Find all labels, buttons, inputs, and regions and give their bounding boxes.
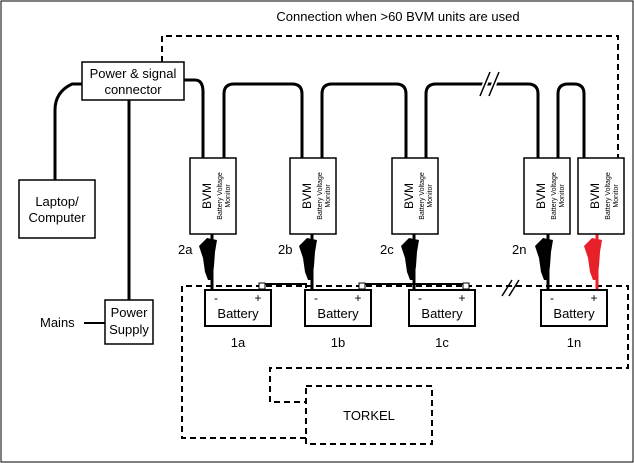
battery-b: - + Battery 1b (304, 282, 372, 350)
battery-c-box (408, 289, 476, 327)
bvm-n-line2: Monitor (559, 184, 566, 208)
battery-c-plus: + (458, 291, 465, 305)
bvm-unit-extra: BVM Battery Voltage Monitor (577, 157, 625, 292)
bvm-extra-line1: Battery Voltage (605, 172, 612, 220)
laptop-computer-box (18, 179, 96, 239)
torkel-dashed-loop (181, 285, 629, 439)
battery-b-minus: - (314, 291, 318, 305)
battery-c-id: 1c (435, 335, 449, 350)
bvm-a-line1: Battery Voltage (217, 172, 224, 220)
battery-a-plus: + (254, 291, 261, 305)
battery-n-id: 1n (567, 335, 581, 350)
battery-n-box (540, 289, 608, 327)
power-supply-box (104, 299, 154, 345)
bvm-a-abbr: BVM (200, 183, 214, 209)
mains-label: Mains (40, 315, 75, 330)
bvm-a-box (189, 157, 237, 235)
bvm-n-box (523, 157, 571, 235)
power-supply-label-line2: Supply (109, 322, 149, 337)
clamp-b-icon (299, 238, 317, 280)
bvm-n-line1: Battery Voltage (551, 172, 558, 220)
bvm-unit-a: BVM Battery Voltage Monitor 2a (178, 157, 237, 292)
connector-label-line1: Power & signal (90, 66, 177, 81)
battery-b-label: Battery (317, 306, 359, 321)
bvm-extra-abbr: BVM (588, 183, 602, 209)
laptop-label-line1: Laptop/ (35, 194, 79, 209)
power-signal-connector-box (81, 61, 185, 101)
clamp-c-label: 2c (380, 242, 394, 257)
battery-b-terminal (358, 282, 366, 290)
battery-a-label: Battery (217, 306, 259, 321)
battery-n: - + Battery 1n (540, 289, 608, 350)
torkel-box (305, 385, 433, 445)
battery-a-id: 1a (231, 335, 246, 350)
clamp-a-icon (199, 238, 217, 280)
clamp-a-label: 2a (178, 242, 193, 257)
battery-n-plus: + (590, 291, 597, 305)
bvm-c-abbr: BVM (402, 183, 416, 209)
bvm-c-line2: Monitor (427, 184, 434, 208)
torkel-label: TORKEL (343, 408, 395, 423)
laptop-wire (53, 82, 86, 180)
bvm-n-abbr: BVM (534, 183, 548, 209)
battery-b-box (304, 289, 372, 327)
extra-connection-dashed-line (161, 35, 619, 160)
bvm-b-line2: Monitor (325, 184, 332, 208)
clamp-n-label: 2n (512, 242, 526, 257)
connection-note: Connection when >60 BVM units are used (276, 9, 519, 24)
clamp-n-icon (535, 238, 553, 280)
power-supply-label-line1: Power (111, 305, 149, 320)
bvm-c-box (391, 157, 439, 235)
connector-to-bvm-a-wire (184, 78, 205, 160)
bvm-extra-box (577, 157, 625, 235)
battery-a: - + Battery 1a (204, 282, 272, 350)
bvm-b-line1: Battery Voltage (317, 172, 324, 220)
battery-n-label: Battery (553, 306, 595, 321)
battery-c-minus: - (418, 291, 422, 305)
battery-a-minus: - (214, 291, 218, 305)
bvm-extra-line2: Monitor (613, 184, 620, 208)
laptop-label-line2: Computer (28, 210, 86, 225)
connector-label-line2: connector (104, 82, 162, 97)
bvm-b-c-wire (320, 82, 408, 160)
bvm-unit-b: BVM Battery Voltage Monitor 2b (278, 157, 337, 292)
bvm-b-abbr: BVM (300, 183, 314, 209)
battery-n-minus: - (550, 291, 554, 305)
red-clamp-icon (584, 238, 602, 280)
bvm-a-line2: Monitor (225, 184, 232, 208)
battery-b-plus: + (354, 291, 361, 305)
clamp-b-label: 2b (278, 242, 292, 257)
bvm-n-red-wire (556, 82, 586, 160)
battery-c-label: Battery (421, 306, 463, 321)
bvm-b-box (289, 157, 337, 235)
bvm-unit-n: BVM Battery Voltage Monitor 2n (512, 157, 571, 292)
bvm-a-b-wire (222, 82, 304, 160)
battery-c-terminal (462, 282, 470, 290)
bvm-c-line1: Battery Voltage (419, 172, 426, 220)
battery-b-id: 1b (331, 335, 345, 350)
clamp-c-icon (401, 238, 419, 280)
battery-a-terminal (258, 282, 266, 290)
break-mark-bottom (501, 279, 520, 297)
bvm-unit-c: BVM Battery Voltage Monitor 2c (380, 157, 439, 292)
break-mark-top (479, 71, 500, 97)
battery-c: - + Battery 1c (408, 282, 476, 350)
battery-a-box (204, 289, 272, 327)
bvm-c-n-wire (424, 82, 540, 160)
